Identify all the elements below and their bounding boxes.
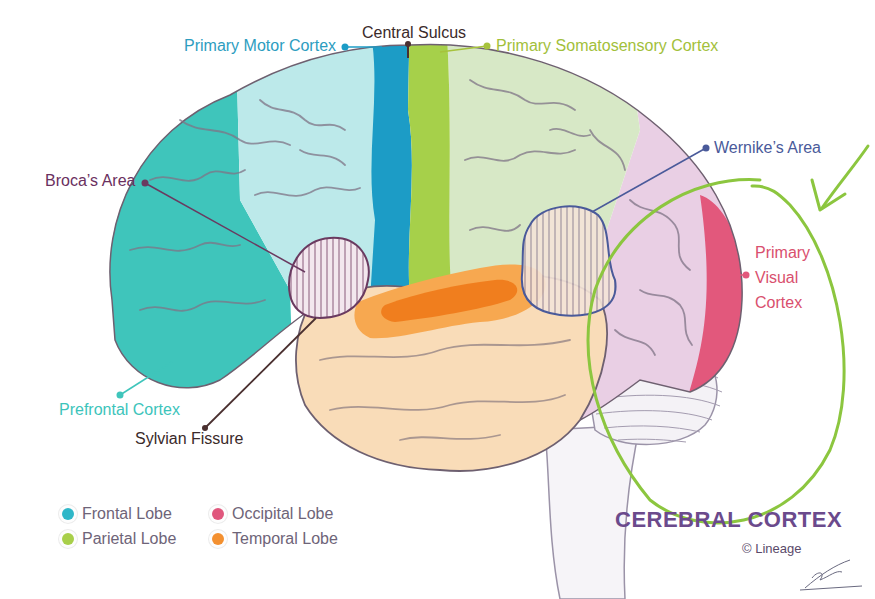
region-label: Prefrontal Cortex <box>59 401 180 419</box>
legend-label: Temporal Lobe <box>232 530 338 548</box>
legend-swatch <box>62 508 74 520</box>
wernicke-area <box>522 206 616 315</box>
fissure-label: Sylvian Fissure <box>135 430 243 448</box>
legend-label: Occipital Lobe <box>232 505 333 523</box>
region-label: Primary Visual Cortex <box>755 240 817 315</box>
leader-lines <box>117 41 750 431</box>
primary-auditory <box>381 280 517 322</box>
temporal-sulci <box>320 340 570 440</box>
legend-label: Frontal Lobe <box>82 505 172 523</box>
signature <box>800 560 862 590</box>
copyright-note: © Lineage <box>742 540 801 558</box>
legend-label: Parietal Lobe <box>82 530 176 548</box>
sulci <box>130 80 692 355</box>
area-label: Wernike’s Area <box>714 139 821 157</box>
annotation-arrowhead <box>812 180 845 210</box>
annotation-arrow <box>822 146 868 208</box>
broca-area <box>289 238 369 318</box>
diagram-title: CEREBRAL CORTEX <box>615 508 842 532</box>
region-label: Primary Motor Cortex <box>184 37 336 55</box>
legend-swatch <box>212 533 224 545</box>
auditory-cortex <box>354 264 545 338</box>
legend-swatch <box>62 533 74 545</box>
region-label: Primary Somatosensory Cortex <box>496 37 718 55</box>
frontal-outline <box>112 300 310 388</box>
annotation-circle <box>588 180 844 523</box>
legend-swatch <box>212 508 224 520</box>
sulcus-label: Central Sulcus <box>362 24 466 42</box>
area-label: Broca’s Area <box>45 172 135 190</box>
